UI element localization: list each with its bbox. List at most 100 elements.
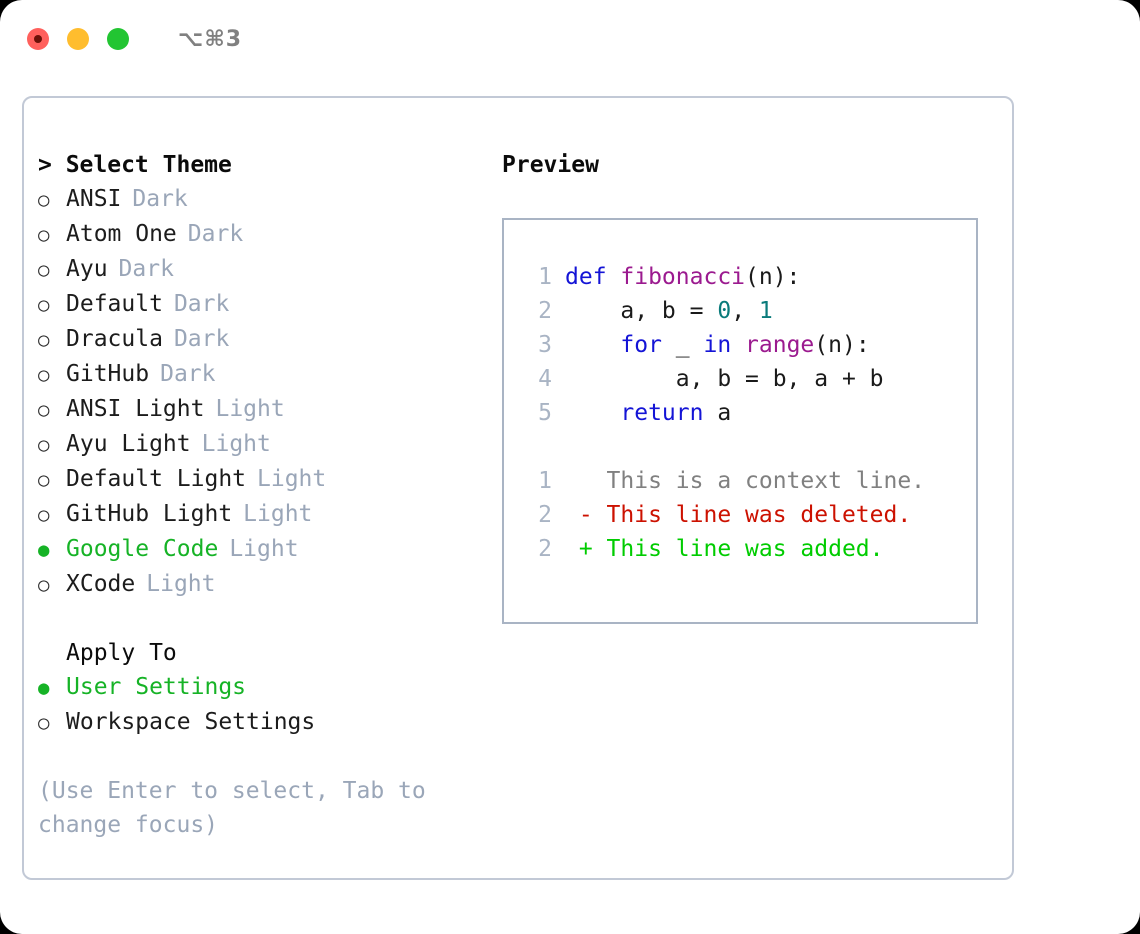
code-text: a, b = 0, 1 bbox=[565, 294, 773, 328]
diff-line: 2 - This line was deleted. bbox=[504, 498, 976, 532]
code-token-pl: , bbox=[731, 298, 759, 324]
code-line: 2 a, b = 0, 1 bbox=[504, 294, 976, 328]
code-token-kw: in bbox=[703, 332, 732, 358]
theme-category-label: Dark bbox=[173, 291, 230, 317]
apply-to-option-1[interactable]: ○ Workspace Settings bbox=[38, 705, 488, 740]
code-token-pl: a, b = bbox=[565, 298, 718, 324]
code-diff-spacer bbox=[504, 430, 976, 464]
theme-option-6[interactable]: ○ ANSI Light Light bbox=[38, 392, 488, 427]
keyboard-hint-text: (Use Enter to select, Tab to change focu… bbox=[38, 778, 426, 838]
code-text: return a bbox=[565, 396, 731, 430]
diff-line: 1 This is a context line. bbox=[504, 464, 976, 498]
code-token-pl: (n): bbox=[745, 264, 801, 290]
theme-category-label: Light bbox=[243, 501, 313, 527]
radio-unselected-icon[interactable]: ○ bbox=[38, 364, 50, 386]
diff-sample: 1 This is a context line.2 - This line w… bbox=[504, 464, 976, 566]
radio-unselected-icon[interactable]: ○ bbox=[38, 294, 50, 316]
code-text: for _ in range(n): bbox=[565, 328, 869, 362]
code-token-pl bbox=[731, 332, 745, 358]
theme-category-label: Light bbox=[146, 571, 216, 597]
code-token-kw: def bbox=[565, 264, 621, 290]
theme-option-label: Ayu Light bbox=[66, 431, 191, 457]
code-token-fn: range bbox=[745, 332, 815, 358]
theme-option-label: Default bbox=[66, 291, 163, 317]
code-token-kw: return bbox=[620, 400, 704, 426]
radio-unselected-icon[interactable]: ○ bbox=[38, 434, 50, 456]
theme-option-9[interactable]: ○ GitHub Light Light bbox=[38, 497, 488, 532]
theme-option-label: Default Light bbox=[66, 466, 247, 492]
apply-to-option-label: Workspace Settings bbox=[66, 709, 316, 735]
theme-category-label: Dark bbox=[160, 361, 216, 387]
radio-unselected-icon[interactable]: ○ bbox=[38, 504, 50, 526]
radio-unselected-icon[interactable]: ○ bbox=[38, 399, 50, 421]
radio-unselected-icon[interactable]: ○ bbox=[38, 574, 50, 596]
minimize-button[interactable] bbox=[67, 28, 89, 50]
apply-to-option-0[interactable]: ● User Settings bbox=[38, 670, 488, 705]
theme-option-5[interactable]: ○ GitHub Dark bbox=[38, 357, 488, 392]
theme-category-label: Light bbox=[229, 536, 299, 562]
apply-to-option-label: User Settings bbox=[66, 674, 247, 700]
code-token-pl: _ bbox=[661, 332, 704, 358]
apply-to-heading: Apply To bbox=[66, 640, 177, 666]
code-token-kw: for bbox=[620, 332, 662, 358]
radio-unselected-icon[interactable]: ○ bbox=[38, 329, 50, 351]
keyboard-shortcut-label: ⌥⌘3 bbox=[178, 26, 243, 52]
theme-option-label: Dracula bbox=[66, 326, 163, 352]
theme-option-7[interactable]: ○ Ayu Light Light bbox=[38, 427, 488, 462]
code-text: a, b = b, a + b bbox=[565, 362, 884, 396]
line-number: 1 bbox=[538, 264, 552, 290]
theme-category-label: Dark bbox=[187, 221, 244, 247]
title-bar: ⌥⌘3 bbox=[0, 0, 1140, 78]
radio-unselected-icon[interactable]: ○ bbox=[38, 259, 50, 281]
theme-option-4[interactable]: ○ Dracula Dark bbox=[38, 322, 488, 357]
line-number: 5 bbox=[538, 400, 552, 426]
theme-category-label: Dark bbox=[118, 256, 174, 282]
code-line: 3 for _ in range(n): bbox=[504, 328, 976, 362]
theme-option-11[interactable]: ○ XCode Light bbox=[38, 567, 488, 602]
preview-heading: Preview bbox=[502, 152, 599, 178]
diff-text-add: + This line was added. bbox=[565, 536, 884, 562]
code-line: 4 a, b = b, a + b bbox=[504, 362, 976, 396]
radio-unselected-icon[interactable]: ○ bbox=[38, 189, 50, 211]
theme-option-label: ANSI Light bbox=[66, 396, 205, 422]
theme-category-label: Light bbox=[257, 466, 327, 492]
theme-option-3[interactable]: ○ Default Dark bbox=[38, 287, 488, 322]
theme-option-label: GitHub bbox=[66, 361, 150, 387]
diff-text-del: - This line was deleted. bbox=[565, 502, 912, 528]
theme-option-8[interactable]: ○ Default Light Light bbox=[38, 462, 488, 497]
code-token-pl bbox=[565, 332, 620, 358]
line-number: 1 bbox=[538, 468, 552, 494]
maximize-button[interactable] bbox=[107, 28, 129, 50]
theme-category-label: Light bbox=[215, 396, 285, 422]
close-button[interactable] bbox=[27, 28, 49, 50]
code-token-pl bbox=[565, 400, 620, 426]
theme-option-label: GitHub Light bbox=[66, 501, 233, 527]
radio-unselected-icon[interactable]: ○ bbox=[38, 469, 50, 491]
diff-text-ctx: This is a context line. bbox=[565, 468, 926, 494]
theme-option-10[interactable]: ● Google Code Light bbox=[38, 532, 488, 567]
theme-option-label: XCode bbox=[66, 571, 136, 597]
code-token-num: 1 bbox=[758, 298, 773, 324]
code-text: def fibonacci(n): bbox=[565, 260, 800, 294]
apply-to-list[interactable]: ● User Settings ○ Workspace Settings bbox=[38, 670, 488, 740]
line-number: 3 bbox=[538, 332, 552, 358]
theme-option-label: Google Code bbox=[66, 536, 219, 562]
code-token-pl: a bbox=[703, 400, 732, 426]
code-token-num: 0 bbox=[717, 298, 732, 324]
theme-category-label: Dark bbox=[173, 326, 230, 352]
radio-selected-icon[interactable]: ● bbox=[38, 677, 50, 699]
theme-category-label: Dark bbox=[132, 186, 188, 212]
radio-unselected-icon[interactable]: ○ bbox=[38, 224, 50, 246]
radio-selected-icon[interactable]: ● bbox=[38, 539, 50, 561]
radio-unselected-icon[interactable]: ○ bbox=[38, 712, 50, 734]
theme-category-label: Light bbox=[201, 431, 271, 457]
select-theme-heading: > Select Theme bbox=[38, 152, 232, 178]
